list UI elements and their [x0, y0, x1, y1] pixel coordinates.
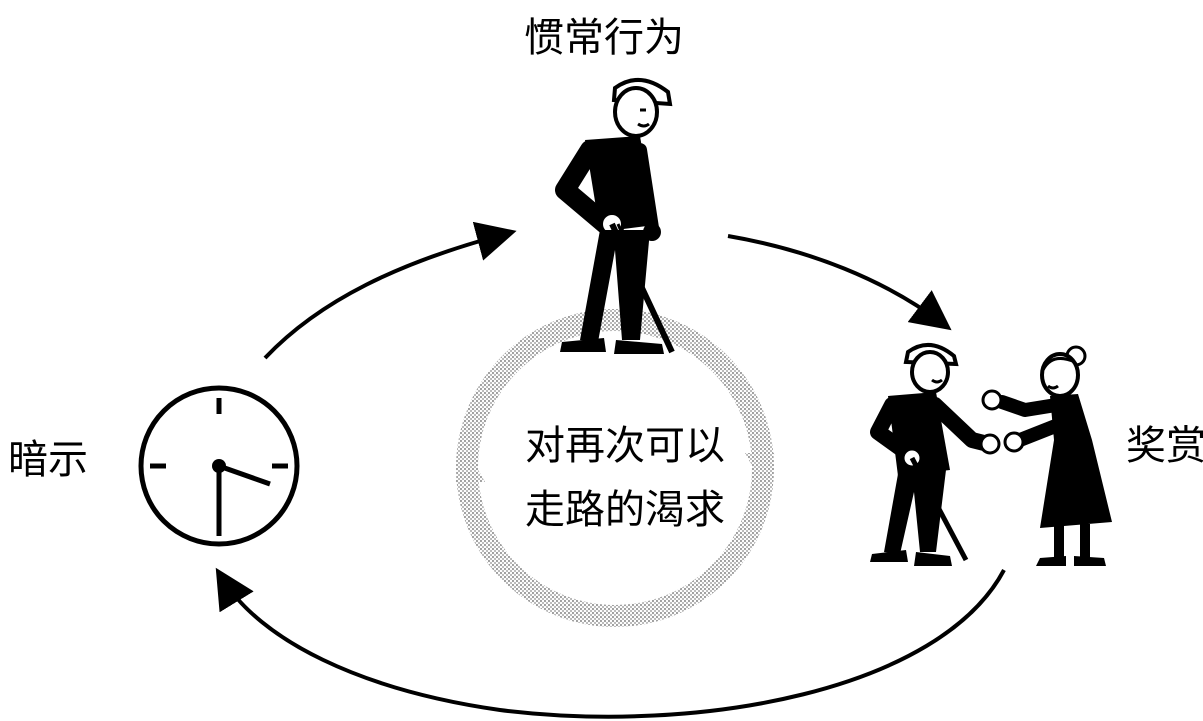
habit-label: 惯常行为 — [524, 15, 684, 61]
reward-label: 奖赏 — [1126, 423, 1203, 469]
cue-label: 暗示 — [8, 437, 88, 483]
arrow-reward-to-cue — [215, 567, 1006, 719]
craving-text-line2: 走路的渴求 — [525, 487, 725, 533]
craving-ring — [455, 309, 775, 627]
arrow-cue-to-habit — [263, 221, 517, 360]
elderly-couple-icon — [870, 343, 1112, 566]
clock-icon — [138, 385, 300, 547]
elderly-man-with-cane-icon — [555, 78, 675, 354]
craving-text-line1: 对再次可以 — [525, 423, 725, 469]
arrow-habit-to-reward — [727, 234, 952, 331]
